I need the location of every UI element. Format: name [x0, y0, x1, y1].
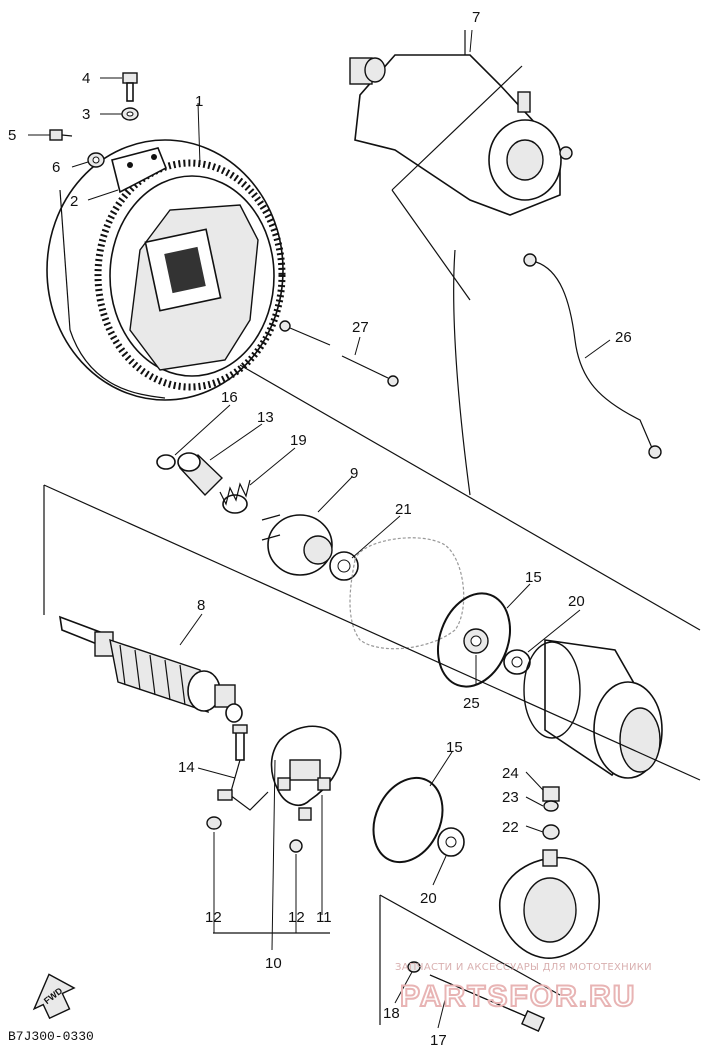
callout-22: 22	[502, 819, 519, 836]
callout-6: 6	[52, 159, 60, 176]
callout-16: 16	[221, 389, 238, 406]
fwd-arrow-icon: FWD	[32, 973, 76, 1020]
callout-20-lower: 20	[420, 890, 437, 907]
callout-9: 9	[350, 465, 358, 482]
callout-17: 17	[430, 1032, 447, 1049]
collar-13	[177, 452, 224, 497]
callout-12-left: 12	[205, 909, 222, 926]
callout-14: 14	[178, 759, 195, 776]
washer-21	[329, 551, 359, 581]
brush-lead-14	[206, 724, 269, 830]
pinion-gear-9	[261, 514, 333, 576]
spring-19	[219, 479, 251, 514]
starter-motor-assembly	[349, 30, 573, 216]
nut-24	[542, 786, 560, 802]
washer-3	[121, 107, 139, 121]
lead-wire-26	[523, 253, 662, 459]
starter-clutch-ring-gear	[46, 139, 286, 401]
bracket-2	[111, 147, 168, 194]
callout-24: 24	[502, 765, 519, 782]
callout-labels: 1 2 3 4 5 6 7 8 9 10 11 12 12 13 14 15 1…	[8, 9, 632, 1049]
callout-25: 25	[463, 695, 480, 712]
callout-3: 3	[82, 106, 90, 123]
callout-13: 13	[257, 409, 274, 426]
callout-12-right: 12	[288, 909, 305, 926]
yoke	[523, 639, 663, 779]
callout-4: 4	[82, 70, 90, 87]
callout-26: 26	[615, 329, 632, 346]
washer-25	[463, 628, 489, 654]
callout-15-lower: 15	[446, 739, 463, 756]
callout-15-upper: 15	[525, 569, 542, 586]
callout-19: 19	[290, 432, 307, 449]
brush-holder-plate-10	[270, 725, 342, 853]
washer-6	[87, 152, 105, 168]
cable-27	[279, 320, 399, 387]
o-ring-15-upper	[437, 592, 511, 688]
callout-11: 11	[316, 909, 332, 926]
front-cover	[349, 537, 465, 650]
diagram-code: B7J300-0330	[8, 1029, 94, 1044]
washer-20-upper	[503, 649, 531, 675]
circlip-16	[156, 454, 176, 470]
callout-2: 2	[70, 193, 78, 210]
washer-23	[543, 800, 559, 812]
washer-22	[542, 824, 560, 840]
callout-7: 7	[472, 9, 480, 26]
leader-lines	[28, 29, 611, 1029]
watermark-logo: PARTSFOR.RU	[400, 980, 636, 1013]
washer-18	[407, 961, 421, 973]
rear-cover	[499, 849, 600, 959]
callout-23: 23	[502, 789, 519, 806]
bolt-17	[429, 974, 545, 1032]
bolt-5	[49, 129, 73, 141]
callout-27: 27	[352, 319, 369, 336]
callout-21: 21	[395, 501, 412, 518]
callout-1: 1	[195, 93, 203, 110]
washer-20-lower	[437, 827, 465, 857]
callout-10: 10	[265, 955, 282, 972]
callout-18: 18	[383, 1005, 400, 1022]
o-ring-15-lower	[372, 776, 444, 864]
watermark-tagline: ЗАПЧАСТИ И АКСЕССУАРЫ ДЛЯ МОТОТЕХНИКИ	[395, 962, 652, 973]
callout-5: 5	[8, 127, 16, 144]
callout-20-upper: 20	[568, 593, 585, 610]
armature-8	[59, 615, 243, 723]
bolt-4	[122, 72, 138, 102]
callout-8: 8	[197, 597, 205, 614]
